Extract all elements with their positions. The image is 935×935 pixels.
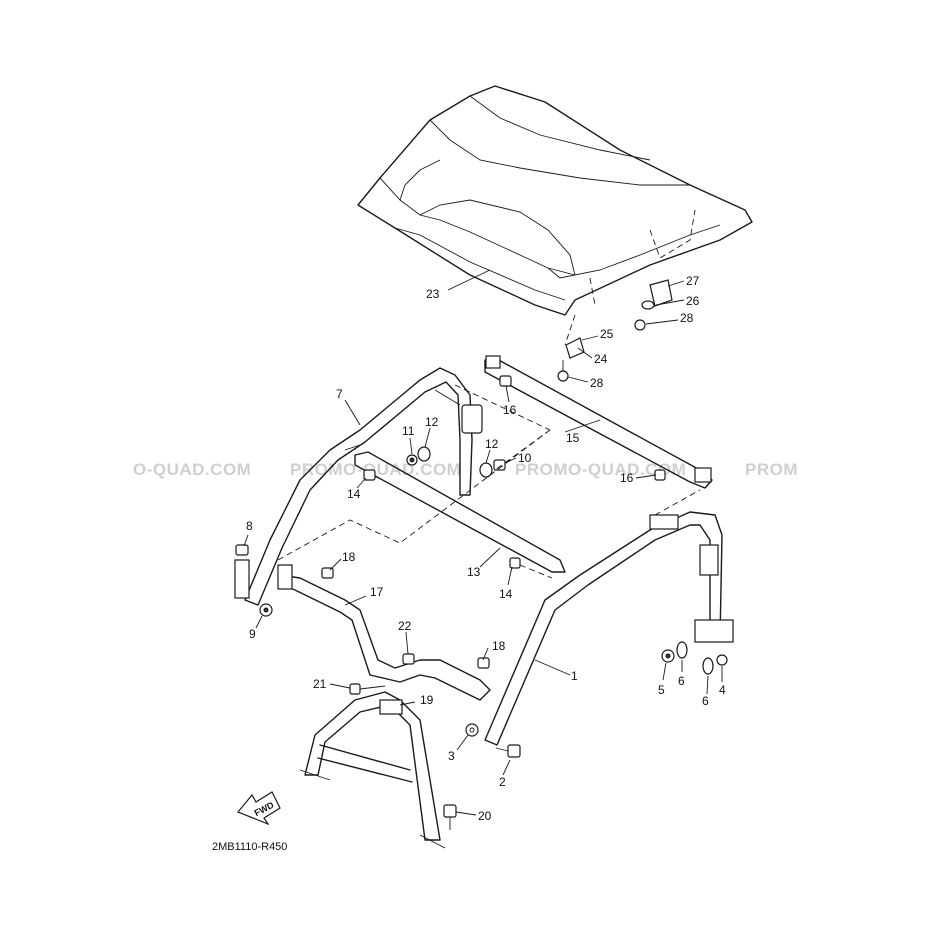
screw-28b: [557, 360, 569, 382]
washer-6a: [676, 641, 688, 659]
callout-8: 8: [246, 519, 253, 533]
callout-12b: 12: [485, 437, 499, 451]
callout-3: 3: [448, 749, 455, 763]
hardware: [235, 279, 728, 830]
washer-12a: [417, 446, 431, 462]
mid-cross-bar: [354, 451, 566, 573]
washer-26: [641, 300, 655, 310]
callout-9: 9: [249, 627, 256, 641]
callout-18a: 18: [342, 550, 356, 564]
fwd-arrow-icon: FWD: [237, 791, 281, 826]
leader-lines: [243, 269, 723, 816]
front-frame: [299, 691, 446, 849]
nut-22: [402, 653, 415, 665]
callout-26: 26: [686, 294, 700, 308]
bolt-20: [443, 804, 457, 830]
callout-10: 10: [518, 451, 532, 465]
roof-panel: [357, 85, 753, 316]
callout-17: 17: [370, 585, 384, 599]
washer-3: [465, 723, 479, 737]
callout-18b: 18: [492, 639, 506, 653]
watermark-text-3: PROMO-QUAD.COM: [515, 460, 686, 479]
callout-12a: 12: [425, 415, 439, 429]
bolt-18a: [321, 567, 334, 579]
bolt-2: [495, 744, 521, 758]
callout-20: 20: [478, 809, 492, 823]
callout-28a: 28: [680, 311, 694, 325]
callout-21: 21: [313, 677, 327, 691]
callout-5: 5: [658, 683, 665, 697]
callout-13: 13: [467, 565, 481, 579]
nut-9: [259, 603, 273, 617]
callout-7: 7: [336, 387, 343, 401]
callout-25: 25: [600, 327, 614, 341]
washer-6b: [702, 657, 714, 675]
callout-14a: 14: [347, 487, 361, 501]
diagram-code: 2MB1110-R450: [212, 841, 287, 853]
rear-top-bar: [484, 355, 713, 489]
roll-bar-left: [234, 367, 483, 606]
watermark-text-4: PROM: [745, 460, 798, 479]
callout-28b: 28: [590, 376, 604, 390]
callout-4: 4: [719, 683, 726, 697]
nut-5: [661, 649, 675, 663]
nut-11: [406, 454, 418, 466]
callout-labels: 1 2 3 4 5 6 6 7 8 9 10 11 12 12 13 14 14…: [246, 274, 726, 823]
callout-1: 1: [571, 669, 578, 683]
callout-11: 11: [402, 424, 415, 438]
callout-23: 23: [426, 287, 440, 301]
roll-bar-right: [484, 511, 734, 746]
bolt-21: [349, 683, 386, 695]
callout-6a: 6: [678, 674, 685, 688]
callout-19: 19: [420, 693, 434, 707]
clip-24: [565, 337, 585, 359]
bolt-14a: [363, 469, 376, 481]
bolt-16a: [499, 375, 512, 387]
callout-14b: 14: [499, 587, 513, 601]
bolt-16b: [654, 469, 666, 481]
bracket-27: [649, 279, 673, 307]
watermark-text-1: O-QUAD.COM: [133, 460, 251, 479]
callout-16a: 16: [503, 403, 517, 417]
bolt-4: [716, 654, 728, 666]
callout-27: 27: [686, 274, 700, 288]
callout-24: 24: [594, 352, 608, 366]
front-lower-bar: [277, 564, 491, 701]
callout-16b: 16: [620, 471, 634, 485]
bolt-14b: [509, 557, 521, 569]
bolt-8: [235, 544, 249, 556]
callout-22: 22: [398, 619, 412, 633]
screw-28a: [634, 319, 646, 331]
callout-6b: 6: [702, 694, 709, 708]
callout-2: 2: [499, 775, 506, 789]
callout-15: 15: [566, 431, 580, 445]
assembly-guides: [277, 314, 701, 579]
bolt-10: [493, 459, 506, 471]
